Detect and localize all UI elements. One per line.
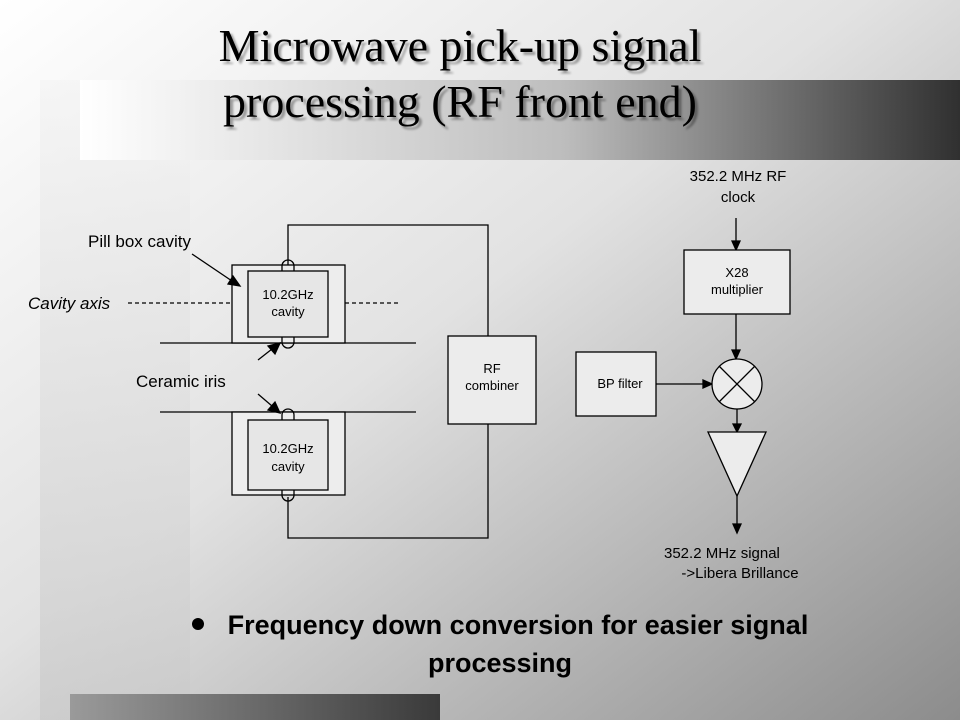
filter-to-mixer-arrow (702, 378, 714, 390)
clock-arrow (730, 240, 742, 252)
clock-label-line1: 352.2 MHz RF (689, 168, 787, 185)
output-label-line1: 352.2 MHz signal (664, 545, 780, 562)
iris-pointer-lower-head (266, 400, 282, 414)
rf-combiner-label-line2: combiner (465, 378, 519, 393)
cable-bottom (287, 424, 489, 539)
multiplier-label-line2: multiplier (710, 282, 763, 297)
cavity-top-label: 10.2GHz cavity (248, 286, 328, 320)
output-label: 352.2 MHz signal ->Libera Brillance (650, 544, 830, 584)
cavity-top-label-line1: 10.2GHz (262, 287, 314, 302)
cable-top (287, 224, 489, 336)
ceramic-iris-label: Ceramic iris (136, 372, 226, 391)
iris-pointer-upper-head (266, 342, 282, 356)
bullet-dot-icon (191, 617, 204, 630)
cavity-bottom-label: 10.2GHz cavity (248, 440, 328, 476)
bullet-point: Frequency down conversion for easier sig… (130, 606, 870, 682)
cavity-bottom-box (247, 419, 329, 491)
iris-pointer-lower (257, 393, 273, 407)
amplifier-symbol (706, 431, 768, 498)
multiplier-box (683, 249, 791, 315)
coupling-loop-bottom-iris (281, 408, 295, 420)
iris-pointer-upper (257, 348, 273, 361)
coupling-loop-top-iris (281, 337, 295, 349)
clock-label: 352.2 MHz RF clock (660, 166, 816, 208)
pill-box-pointer-head (226, 274, 242, 287)
cavity-axis-label: Cavity axis (28, 294, 111, 313)
pill-box-pointer (191, 253, 233, 282)
output-arrow (731, 523, 743, 535)
output-label-line2: ->Libera Brillance (681, 565, 799, 582)
rf-combiner-box (447, 335, 537, 425)
title-line-1: Microwave pick-up signal (218, 20, 702, 71)
slide-title: Microwave pick-up signal processing (RF … (80, 18, 840, 130)
mixer-cross-2 (718, 365, 756, 403)
multiplier-label-line1: X28 (725, 265, 749, 280)
multiplier-label: X28 multiplier (684, 264, 790, 298)
title-line-2: processing (RF front end) (223, 76, 697, 127)
cavity-top-box (247, 270, 329, 338)
bp-filter-label: BP filter (597, 376, 643, 391)
bullet-text: Frequency down conversion for easier sig… (227, 610, 809, 678)
multiplier-to-mixer-arrow (730, 349, 742, 361)
clock-label-line2: clock (720, 189, 756, 206)
pill-box-label: Pill box cavity (88, 232, 191, 251)
rf-combiner-label-line1: RF (483, 361, 501, 376)
cavity-bottom-label-line1: 10.2GHz (262, 441, 314, 456)
mixer-to-amp-arrow (731, 423, 743, 434)
cavity-top-label-line2: cavity (271, 304, 305, 319)
cavity-bottom-label-line2: cavity (271, 459, 305, 474)
rf-combiner-label: RF combiner (448, 360, 536, 394)
